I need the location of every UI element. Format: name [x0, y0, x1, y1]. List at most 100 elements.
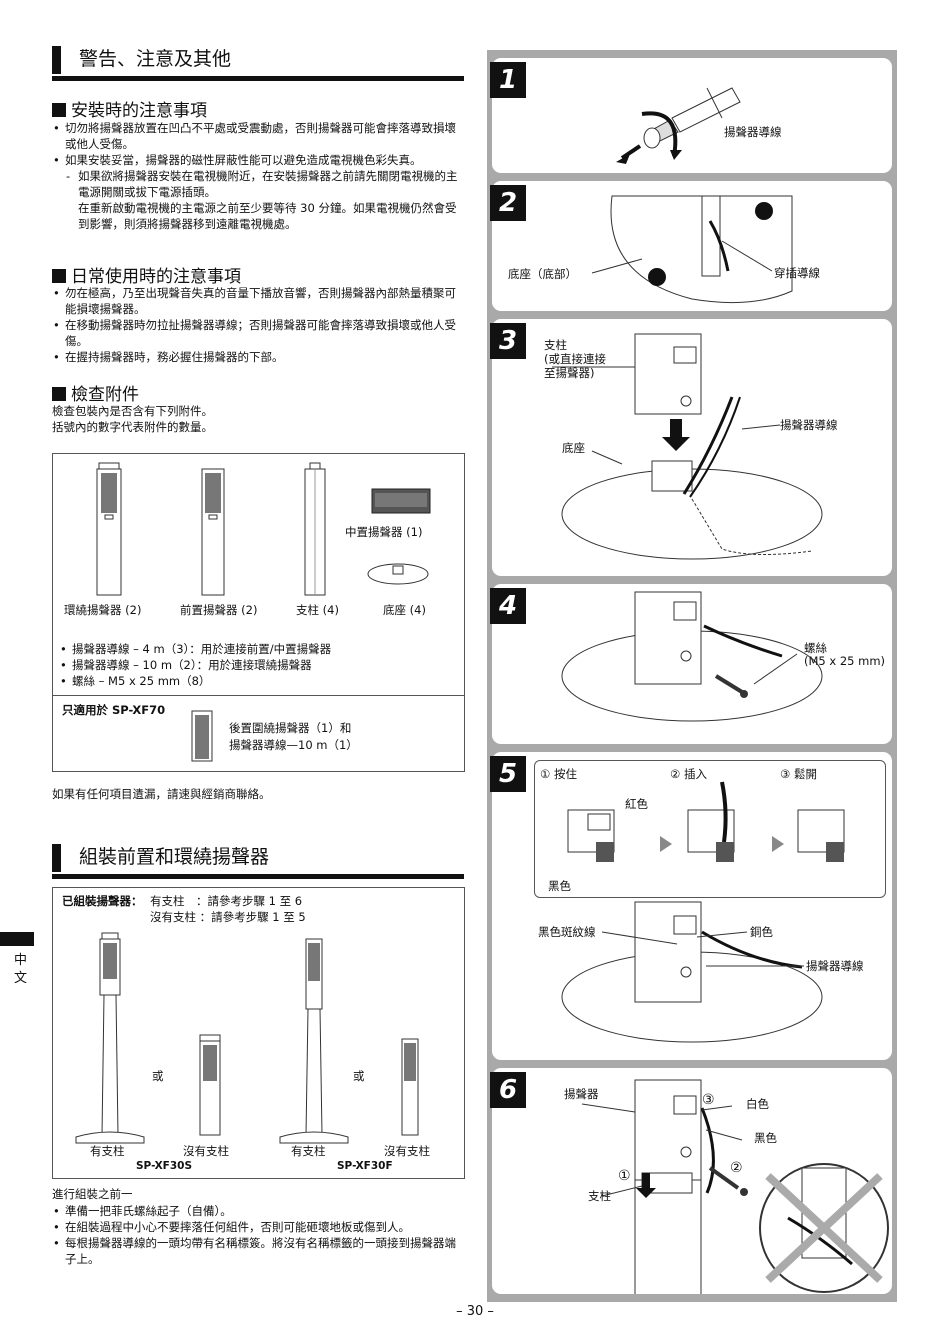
- check-line-2: 括號內的數字代表附件的數量。: [52, 420, 213, 434]
- step-6-marker-1: ①: [618, 1168, 631, 1184]
- list-item: 準備一把菲氏螺絲起子（自備）。: [52, 1203, 467, 1219]
- list-item: 勿在極高，乃至出現聲音失真的音量下播放音響，否則揚聲器內部熱量積聚可能損壞揚聲器…: [52, 285, 467, 317]
- warnings-title: 警告、注意及其他: [79, 48, 232, 70]
- assemble-title: 組裝前置和環繞揚聲器: [79, 846, 270, 868]
- heading-bar: [52, 843, 61, 872]
- heading-bar: [52, 45, 61, 74]
- heading-rule: [52, 76, 464, 81]
- step-3-pole-label-2: (或直接連接: [544, 352, 606, 366]
- warnings-heading: 警告、注意及其他: [52, 44, 231, 74]
- page-number: – 30 –: [456, 1304, 494, 1319]
- list-item: 揚聲器導線 – 10 m（2）：用於連接環繞揚聲器: [59, 657, 454, 673]
- language-tab: [0, 932, 34, 946]
- step-5-wire-label: 揚聲器導線: [806, 959, 864, 973]
- missing-note: 如果有任何項目遺漏，請速與經銷商聯絡。: [52, 787, 271, 801]
- step-5-release-label: ③ 鬆開: [780, 767, 817, 781]
- or-label: 或: [152, 1069, 164, 1083]
- step-1-wire-label: 揚聲器導線: [724, 125, 782, 139]
- step-1: 1 揚聲器導線: [490, 58, 892, 173]
- or-label: 或: [353, 1069, 365, 1083]
- step-6-white-label: 白色: [746, 1097, 769, 1111]
- with-pole-label: 有支柱: [291, 1144, 326, 1158]
- before-list: 準備一把菲氏螺絲起子（自備）。 在組裝過程中小心不要摔落任何組件，否則可能砸壞地…: [52, 1203, 467, 1267]
- step-number: 1: [490, 62, 526, 98]
- list-item: 在重新啟動電視機的主電源之前至少要等待 30 分鐘。如果電視機仍然會受到影響，則…: [78, 201, 457, 231]
- step-5-stripe-label: 黑色斑紋線: [538, 925, 596, 939]
- install-title: 安裝時的注意事項: [71, 101, 207, 121]
- step-number: 4: [490, 588, 526, 624]
- xf70-line-2: 揚聲器導線—10 m（1）: [229, 738, 358, 752]
- xf70-only-label: 只適用於 SP-XF70: [62, 703, 166, 717]
- model-f-label: SP-XF30F: [337, 1160, 393, 1172]
- step-6-black-label: 黑色: [754, 1131, 777, 1145]
- step-2-illustration: [591, 195, 793, 304]
- accessories-divider: [52, 695, 464, 696]
- list-item: 如果欲將揚聲器安裝在電視機附近，在安裝揚聲器之前請先關閉電視機的主電源開關或拔下…: [52, 168, 467, 200]
- pole-label: 支柱 (4): [296, 603, 339, 617]
- assembled-illustration: [75, 932, 419, 1144]
- list-item: 在組裝過程中小心不要摔落任何組件，否則可能砸壞地板或傷到人。: [52, 1219, 467, 1235]
- step-5-copper-label: 銅色: [750, 925, 773, 939]
- step-1-illustration: [616, 87, 741, 164]
- without-pole-ref: 沒有支柱 ：請參考步驟 1 至 5: [150, 910, 306, 924]
- check-subheading: 檢查附件: [52, 380, 139, 405]
- with-pole-label: 有支柱: [90, 1144, 125, 1158]
- step-6-illustration: [581, 1079, 889, 1294]
- step-4-screw-size-label: (M5 x 25 mm): [804, 654, 886, 668]
- install-subheading: 安裝時的注意事項: [52, 96, 207, 121]
- install-list: 切勿將揚聲器放置在凹凸不平處或受震動處，否則揚聲器可能會摔落導致損壞或他人受傷。…: [52, 120, 467, 232]
- before-title: 進行組裝之前一: [52, 1187, 133, 1201]
- list-item: 在移動揚聲器時勿拉扯揚聲器導線；否則揚聲器可能會摔落導致損壞或他人受傷。: [52, 317, 467, 349]
- step-2: 2 底座（底部） 穿插導線: [490, 181, 892, 311]
- step-3-illustration: [552, 333, 823, 560]
- assemble-heading: 組裝前置和環繞揚聲器: [52, 842, 269, 872]
- step-2-base-label: 底座（底部）: [508, 267, 577, 281]
- check-title: 檢查附件: [71, 385, 139, 405]
- step-6-marker-2: ②: [730, 1160, 743, 1176]
- heading-rule: [52, 874, 464, 879]
- accessories-illustration: [96, 462, 431, 762]
- step-2-thread-label: 穿插導線: [774, 266, 820, 280]
- assembled-box: [52, 887, 465, 1179]
- daily-list: 勿在極高，乃至出現聲音失真的音量下播放音響，否則揚聲器內部熱量積聚可能損壞揚聲器…: [52, 285, 467, 365]
- step-number: 2: [490, 185, 526, 221]
- step-4-screw-label: 螺絲: [804, 641, 827, 655]
- surround-speaker-label: 環繞揚聲器 (2): [64, 603, 142, 617]
- step-5-detail-frame: [534, 760, 886, 898]
- assembled-label: 已組裝揚聲器：: [62, 894, 143, 908]
- daily-subheading: 日常使用時的注意事項: [52, 262, 241, 287]
- front-speaker-label: 前置揚聲器 (2): [180, 603, 258, 617]
- step-6-pole-label: 支柱: [588, 1189, 611, 1203]
- step-5-black-label: 黑色: [548, 879, 571, 893]
- list-item: 切勿將揚聲器放置在凹凸不平處或受震動處，否則揚聲器可能會摔落導致損壞或他人受傷。: [52, 120, 467, 152]
- step-5-illustration: [561, 781, 845, 1043]
- step-3-wire-label: 揚聲器導線: [780, 418, 838, 432]
- center-speaker-label: 中置揚聲器 (1): [345, 525, 423, 539]
- step-3-pole-label-3: 至揚聲器): [544, 366, 595, 380]
- check-line-1: 檢查包裝內是否含有下列附件。: [52, 404, 213, 418]
- step-3-pole-label: 支柱: [544, 338, 567, 352]
- step-5: 5 ① 按住 ② 插入 ③ 鬆開 紅色 黑色 黑色斑紋線 銅色 揚聲器導線: [490, 752, 892, 1060]
- accessory-list: 揚聲器導線 – 4 m（3）：用於連接前置/中置揚聲器 揚聲器導線 – 10 m…: [59, 641, 454, 689]
- list-item: 螺絲 – M5 x 25 mm（8）: [59, 673, 454, 689]
- step-4: 4 螺絲 (M5 x 25 mm): [490, 584, 892, 744]
- without-pole-label: 沒有支柱: [384, 1144, 430, 1158]
- step-5-red-label: 紅色: [625, 797, 648, 811]
- list-item: 在握持揚聲器時，務必握住揚聲器的下部。: [52, 349, 467, 365]
- list-item: 如果安裝妥當，揚聲器的磁性屏蔽性能可以避免造成電視機色彩失真。: [52, 152, 467, 168]
- model-s-label: SP-XF30S: [136, 1160, 193, 1172]
- daily-title: 日常使用時的注意事項: [71, 267, 241, 287]
- step-4-illustration: [561, 591, 823, 722]
- step-number: 3: [490, 323, 526, 359]
- accessories-box: [52, 453, 465, 772]
- language-label: 中文: [14, 953, 28, 986]
- step-number: 6: [490, 1072, 526, 1108]
- step-6: 6 揚聲器 白色 黑色 支柱 ① ② ③: [490, 1068, 892, 1294]
- list-item: 揚聲器導線 – 4 m（3）：用於連接前置/中置揚聲器: [59, 641, 454, 657]
- step-3-base-label: 底座: [562, 441, 585, 455]
- step-number: 5: [490, 756, 526, 792]
- step-3: 3 支柱 (或直接連接 至揚聲器) 底座 揚聲器導線: [490, 319, 892, 576]
- step-6-marker-3: ③: [702, 1092, 715, 1108]
- base-label: 底座 (4): [383, 603, 426, 617]
- xf70-line-1: 後置圍繞揚聲器（1）和: [229, 721, 352, 735]
